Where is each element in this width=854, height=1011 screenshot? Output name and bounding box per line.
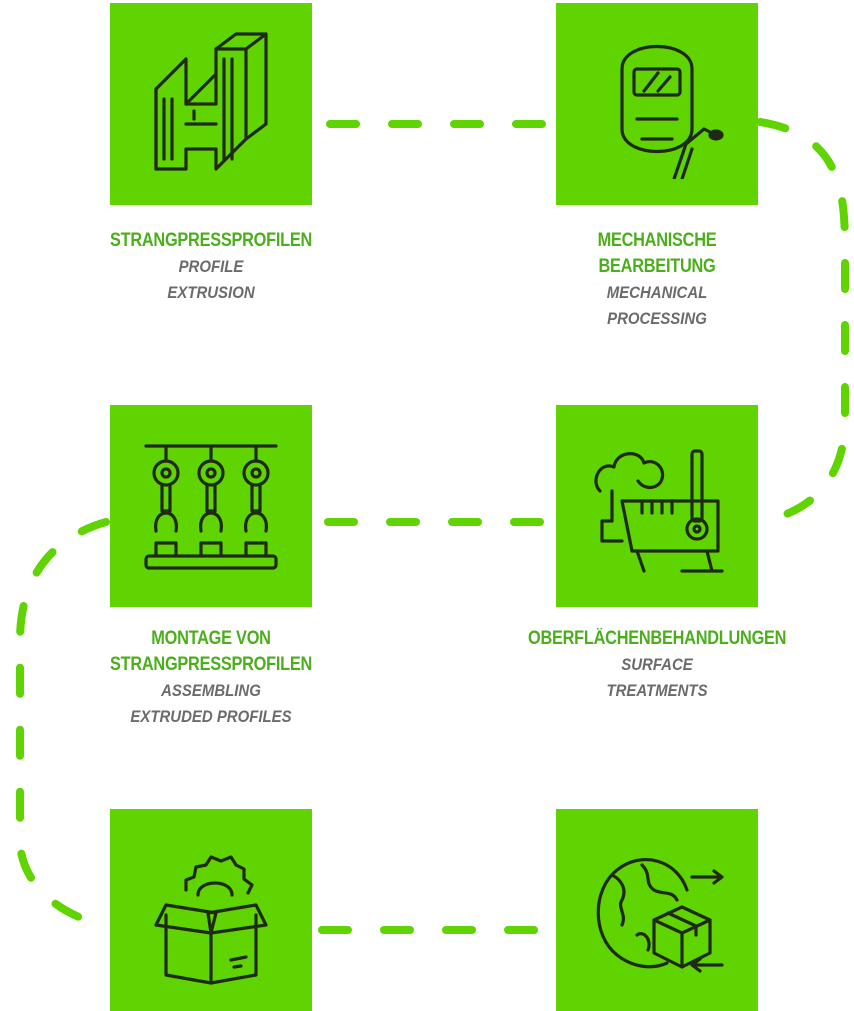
label-mechanical-processing: MECHANISCHE BEARBEITUNG MECHANICAL PROCE… xyxy=(507,228,807,332)
step-subtitle: PROFILE EXTRUSION xyxy=(167,257,255,302)
step-subtitle: MECHANICAL PROCESSING xyxy=(606,283,708,328)
connector-assembly-to-packaging xyxy=(16,518,110,929)
box-with-gear-icon xyxy=(154,855,268,985)
label-profile-extrusion: STRANGPRESSPROFILEN PROFILE EXTRUSION xyxy=(61,228,361,306)
tile-global-shipping xyxy=(556,809,758,1011)
h-profile-icon xyxy=(154,32,268,171)
step-subtitle: SURFACE TREATMENTS xyxy=(606,655,708,700)
tile-mechanical-processing xyxy=(556,3,758,205)
label-assembling-profiles: MONTAGE VON STRANGPRESSPROFILEN ASSEMBLI… xyxy=(61,626,361,730)
label-surface-treatments: OBERFLÄCHENBEHANDLUNGEN SURFACE TREATMEN… xyxy=(507,626,807,704)
surface-treatment-machine-icon xyxy=(594,449,724,573)
tile-surface-treatments xyxy=(556,405,758,607)
step-title: OBERFLÄCHENBEHANDLUNGEN xyxy=(528,628,787,649)
tile-assembling-profiles xyxy=(110,405,312,607)
tile-packaging xyxy=(110,809,312,1011)
assembly-line-icon xyxy=(144,444,278,570)
tile-profile-extrusion xyxy=(110,3,312,205)
globe-shipping-icon xyxy=(596,858,724,973)
step-title: MECHANISCHE BEARBEITUNG xyxy=(597,230,717,277)
step-subtitle: ASSEMBLING EXTRUDED PROFILES xyxy=(130,681,292,726)
welding-mask-icon xyxy=(620,44,724,179)
step-title: STRANGPRESSPROFILEN xyxy=(109,230,313,251)
step-title: MONTAGE VON STRANGPRESSPROFILEN xyxy=(109,628,313,675)
